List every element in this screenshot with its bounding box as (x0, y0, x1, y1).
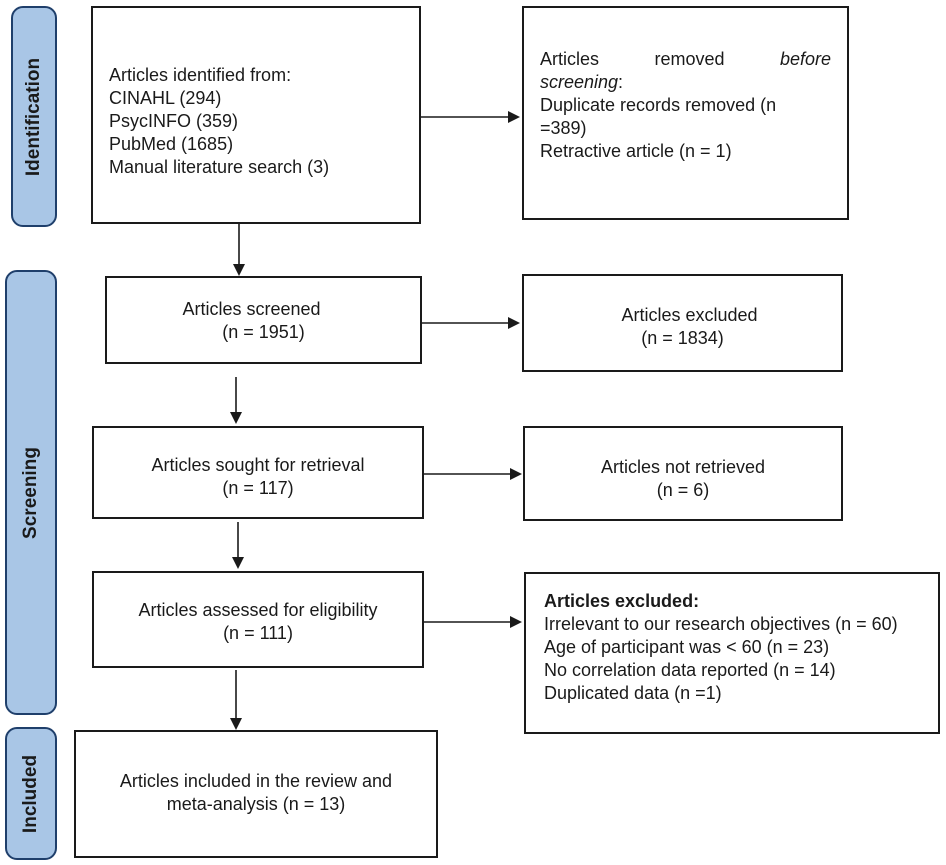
excluded-count: (n = 1834) (641, 328, 724, 348)
exclusion-reason-age: Age of participant was < 60 (n = 23) (544, 637, 830, 657)
removed-heading-word3: before (779, 49, 831, 69)
identified-heading: Articles identified from: (109, 65, 292, 85)
removed-heading-line2: screening: (540, 71, 831, 94)
box-articles-eligibility: Articles assessed for eligibility (n = 1… (92, 571, 424, 668)
phase-screening: Screening (5, 270, 57, 715)
removed-duplicates-line2: =389) (540, 118, 587, 138)
not-retrieved-label: Articles not retrieved (600, 457, 766, 477)
box-articles-screened: Articles screened (n = 1951) (105, 276, 422, 364)
included-count: meta-analysis (n = 13) (166, 794, 346, 814)
removed-heading-word2: removed (654, 49, 725, 69)
removed-heading-colon: : (618, 72, 624, 92)
box-exclusion-reasons: Articles excluded: Irrelevant to our res… (524, 572, 940, 734)
exclusion-reason-no-correlation: No correlation data reported (n = 14) (544, 660, 836, 680)
screened-label: Articles screened (182, 299, 321, 319)
screened-count: (n = 1951) (222, 322, 305, 342)
eligibility-count: (n = 111) (223, 623, 293, 643)
excluded-label: Articles excluded (621, 305, 758, 325)
removed-retractive: Retractive article (n = 1) (540, 141, 732, 161)
box-articles-removed: Articles removed before screening: Dupli… (522, 6, 849, 220)
identified-source-manual: Manual literature search (3) (109, 157, 330, 177)
exclusion-reason-duplicated: Duplicated data (n =1) (544, 683, 722, 703)
eligibility-label: Articles assessed for eligibility (138, 600, 378, 620)
sought-count: (n = 117) (222, 478, 294, 498)
phase-included: Included (5, 727, 57, 860)
box-articles-identified: Articles identified from: CINAHL (294) P… (91, 6, 421, 224)
box-articles-included: Articles included in the review and meta… (74, 730, 438, 858)
removed-heading-italic: screening (540, 72, 619, 92)
identified-source-cinahl: CINAHL (294) (109, 88, 222, 108)
box-articles-not-retrieved: Articles not retrieved (n = 6) (523, 426, 843, 521)
box-articles-sought: Articles sought for retrieval (n = 117) (92, 426, 424, 519)
phase-identification: Identification (11, 6, 57, 227)
not-retrieved-count: (n = 6) (656, 480, 710, 500)
exclusion-reason-irrelevant: Irrelevant to our research objectives (n… (544, 614, 898, 634)
exclusion-reasons-heading: Articles excluded: (544, 591, 700, 611)
sought-label: Articles sought for retrieval (151, 455, 365, 475)
identified-source-psycinfo: PsycINFO (359) (109, 111, 239, 131)
identified-source-pubmed: PubMed (1685) (109, 134, 234, 154)
removed-heading-line1: Articles removed before (540, 48, 831, 71)
removed-heading-word1: Articles (540, 49, 600, 69)
included-label: Articles included in the review and (119, 771, 393, 791)
box-articles-excluded: Articles excluded (n = 1834) (522, 274, 843, 372)
removed-duplicates-line1: Duplicate records removed (n (540, 95, 777, 115)
